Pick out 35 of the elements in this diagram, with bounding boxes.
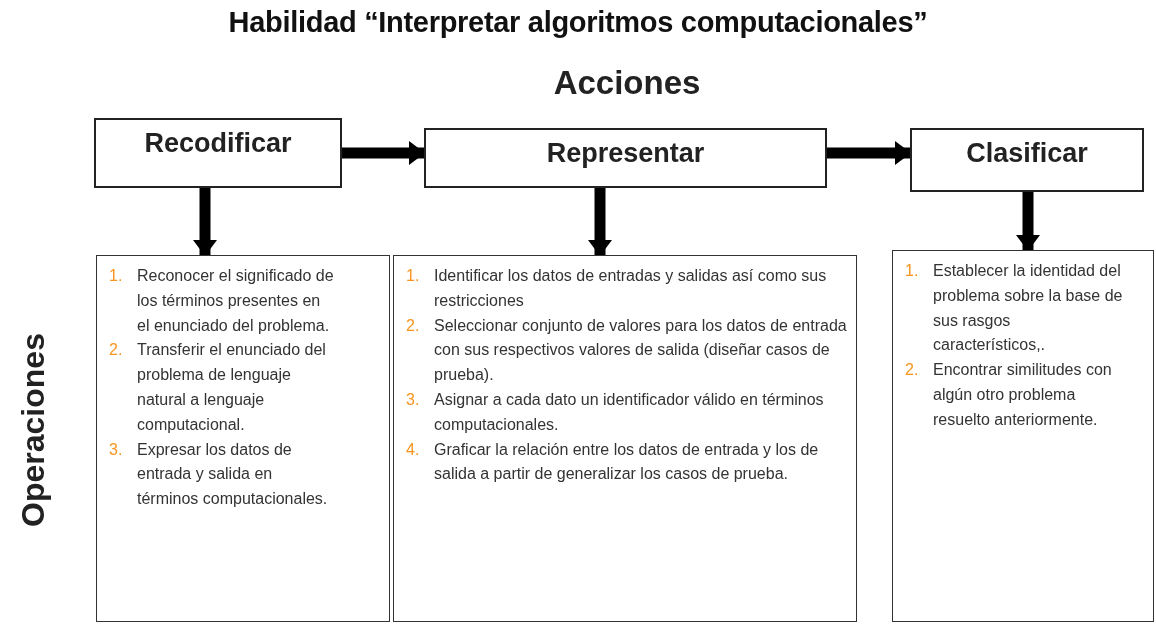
list-item-text: Reconocer el significado de los términos presentes en el enunciado del problema. (137, 266, 335, 336)
block-arrow (193, 188, 217, 256)
list-number: 2. (905, 360, 920, 381)
action-title: Recodificar (144, 128, 292, 159)
list-item-text: Seleccionar conjunto de valores para los datos de entrada con sus respectivos valores de salida (diseñar casos de prueba). (434, 315, 848, 386)
list-number: 3. (109, 439, 124, 460)
block-arrow (588, 188, 612, 256)
action-title: Representar (546, 138, 705, 169)
list-item-text: Identificar los datos de entradas y salidas así como sus restricciones (434, 266, 828, 311)
list-number: 1. (905, 261, 920, 281)
action-box (424, 128, 827, 188)
action-box (910, 128, 1144, 192)
list-number: 2. (109, 340, 124, 361)
section-heading: Acciones (552, 64, 702, 102)
block-arrow (1016, 192, 1040, 251)
list-number: 1. (109, 266, 124, 286)
operations-box (393, 255, 857, 622)
list-item-text: Graficar la relación entre los datos de entrada y los de salida a partir de generalizar los casos de prueba. (434, 439, 820, 485)
operations-box (892, 250, 1154, 622)
list-item-text: Encontrar similitudes con algún otro problema resuelto anteriormente. (933, 360, 1113, 430)
row-heading: Operaciones (14, 333, 52, 527)
list-item-text: Establecer la identidad del problema sobre la base de sus rasgos característicos,. (933, 261, 1124, 356)
list-number: 2. (406, 315, 421, 336)
list-item-text: Transferir el enunciado del problema de lenguaje natural a lenguaje computacional. (137, 340, 327, 435)
operations-box (96, 255, 390, 622)
list-number: 4. (406, 439, 421, 460)
list-number: 3. (406, 390, 421, 410)
list-number: 1. (406, 266, 421, 286)
block-arrow (827, 141, 911, 165)
list-item-text: Asignar a cada dato un identificador válido en términos computacionales. (434, 390, 825, 435)
action-box (94, 118, 342, 188)
action-title: Clasificar (966, 138, 1088, 169)
list-item-text: Expresar los datos de entrada y salida en términos computacionales. (137, 439, 329, 510)
title: Habilidad “Interpretar algoritmos computacionales” (228, 6, 928, 39)
block-arrow (342, 141, 425, 165)
